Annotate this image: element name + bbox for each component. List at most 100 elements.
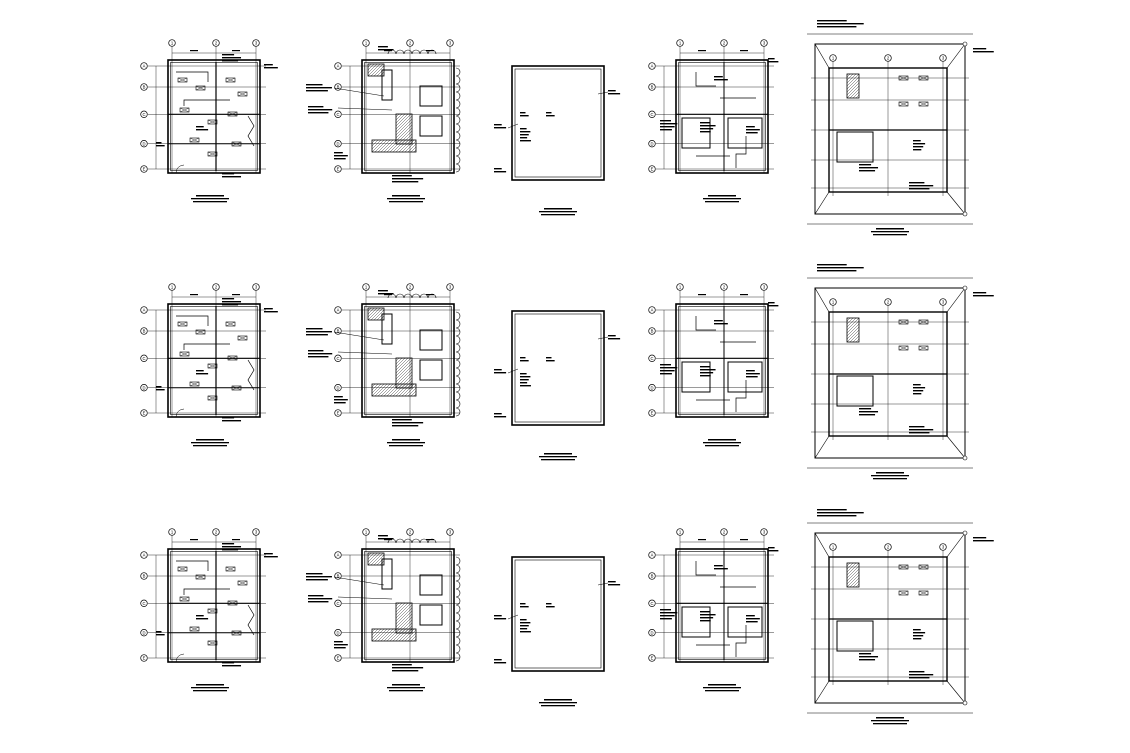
note-text-line <box>334 647 346 649</box>
grid-bubble-col-3: 3 <box>252 283 260 291</box>
hatch-line <box>855 583 860 588</box>
drawing-title <box>387 439 425 447</box>
hatch-line <box>398 139 412 153</box>
note-text-line <box>520 382 528 384</box>
drawing-title <box>191 195 229 203</box>
note-text-line <box>700 372 714 374</box>
title-line <box>392 195 420 197</box>
fixture-body <box>237 580 248 586</box>
grid-bubble-label: 3 <box>255 530 258 535</box>
hatch-line <box>410 146 417 153</box>
hatch-line <box>374 383 388 397</box>
title-line <box>539 702 577 704</box>
hatch-line <box>855 338 860 343</box>
hatch-line <box>404 140 417 153</box>
grid-bubble-row-C: C <box>648 110 656 118</box>
grid-bubble-label: 2 <box>409 285 412 290</box>
hatch-line <box>413 149 417 153</box>
roof-diagonal <box>814 191 830 215</box>
title-line <box>389 201 423 203</box>
title-line <box>387 198 425 200</box>
roof-diagonal <box>946 191 966 215</box>
grid-bubble-circle <box>334 572 342 580</box>
note-text-line <box>768 58 775 60</box>
note-text-line <box>306 334 328 336</box>
roof-equipment <box>898 319 909 325</box>
grid-bubble-label: C <box>336 601 339 606</box>
note-text <box>520 603 529 608</box>
dimension-text <box>190 50 198 52</box>
note-text <box>378 290 394 295</box>
note-text <box>520 128 531 142</box>
circuit-run <box>176 560 209 571</box>
grid-bubble-col-1: 1 <box>362 528 370 536</box>
note-text-line <box>913 393 922 395</box>
grid-bubble-circle <box>648 599 656 607</box>
revision-cloud <box>387 49 437 55</box>
roof-equipment <box>918 101 929 107</box>
grid-bubble-col-2: 2 <box>406 528 414 536</box>
enlarged-room-outer <box>511 556 605 672</box>
grid-bubble-circle <box>760 39 768 47</box>
note-text <box>378 46 394 51</box>
grid-bubble-row-C: C <box>140 354 148 362</box>
note-text-line <box>520 385 531 387</box>
circuit-run <box>247 604 255 636</box>
note-text <box>196 126 209 131</box>
fixture-x <box>179 596 190 602</box>
hatch-line <box>407 383 413 389</box>
dimension-text <box>698 539 706 541</box>
grid-bubble-circle <box>334 110 342 118</box>
note-text-line <box>520 128 527 130</box>
grid-bubble-label: B <box>143 85 146 90</box>
grid-bubble-label: 1 <box>171 530 174 535</box>
grid-bubble-col-1: 1 <box>168 39 176 47</box>
hatch-line <box>392 628 406 642</box>
grid-bubble-label: A <box>651 553 654 558</box>
roof-diagonal <box>946 43 966 69</box>
grid-bubble-row-B: B <box>334 572 342 580</box>
grid-bubble-circle <box>446 528 454 536</box>
dimension-text <box>698 50 706 52</box>
grid-bubble-label: 2 <box>887 56 890 61</box>
note-text-line <box>859 167 879 169</box>
note-text <box>973 537 994 542</box>
leader-line <box>337 351 393 355</box>
fixture-x <box>225 566 236 572</box>
grid-bubble-label: C <box>336 356 339 361</box>
grid-bubble-label: B <box>143 329 146 334</box>
corner-node <box>962 700 968 706</box>
grid-bubble-circle <box>168 528 176 536</box>
grid-bubble-circle <box>140 572 148 580</box>
note-text-line <box>660 123 678 125</box>
grid-bubble-label: 3 <box>449 41 452 46</box>
note-text-line <box>973 292 987 294</box>
note-text <box>156 142 165 147</box>
title-line <box>539 456 577 458</box>
hatch-line <box>398 628 412 642</box>
grid-bubble-label: 1 <box>679 41 682 46</box>
note-text-line <box>196 370 204 372</box>
note-text-line <box>222 298 235 300</box>
note-text-line <box>859 408 872 410</box>
title-line <box>705 690 739 692</box>
note-text-line <box>306 87 332 89</box>
title-line <box>705 445 739 447</box>
outer-wall <box>361 59 455 174</box>
grid-bubble-circle <box>648 110 656 118</box>
hatch-line <box>395 371 413 389</box>
hatch-line <box>849 332 860 343</box>
grid-bubble-circle <box>140 110 148 118</box>
grid-bubble-col-1: 1 <box>829 543 837 551</box>
grid-bubble-row-A: A <box>648 306 656 314</box>
dimension-text <box>190 539 198 541</box>
grid-bubble-row-E: E <box>648 654 656 662</box>
grid-bubble-label: A <box>337 64 340 69</box>
fixture-x <box>918 590 929 596</box>
note-text-line <box>859 414 876 416</box>
grid-bubble-row-A: A <box>334 306 342 314</box>
hatch-line <box>371 139 385 153</box>
grid-bubble-circle <box>252 39 260 47</box>
title-line <box>196 195 224 197</box>
